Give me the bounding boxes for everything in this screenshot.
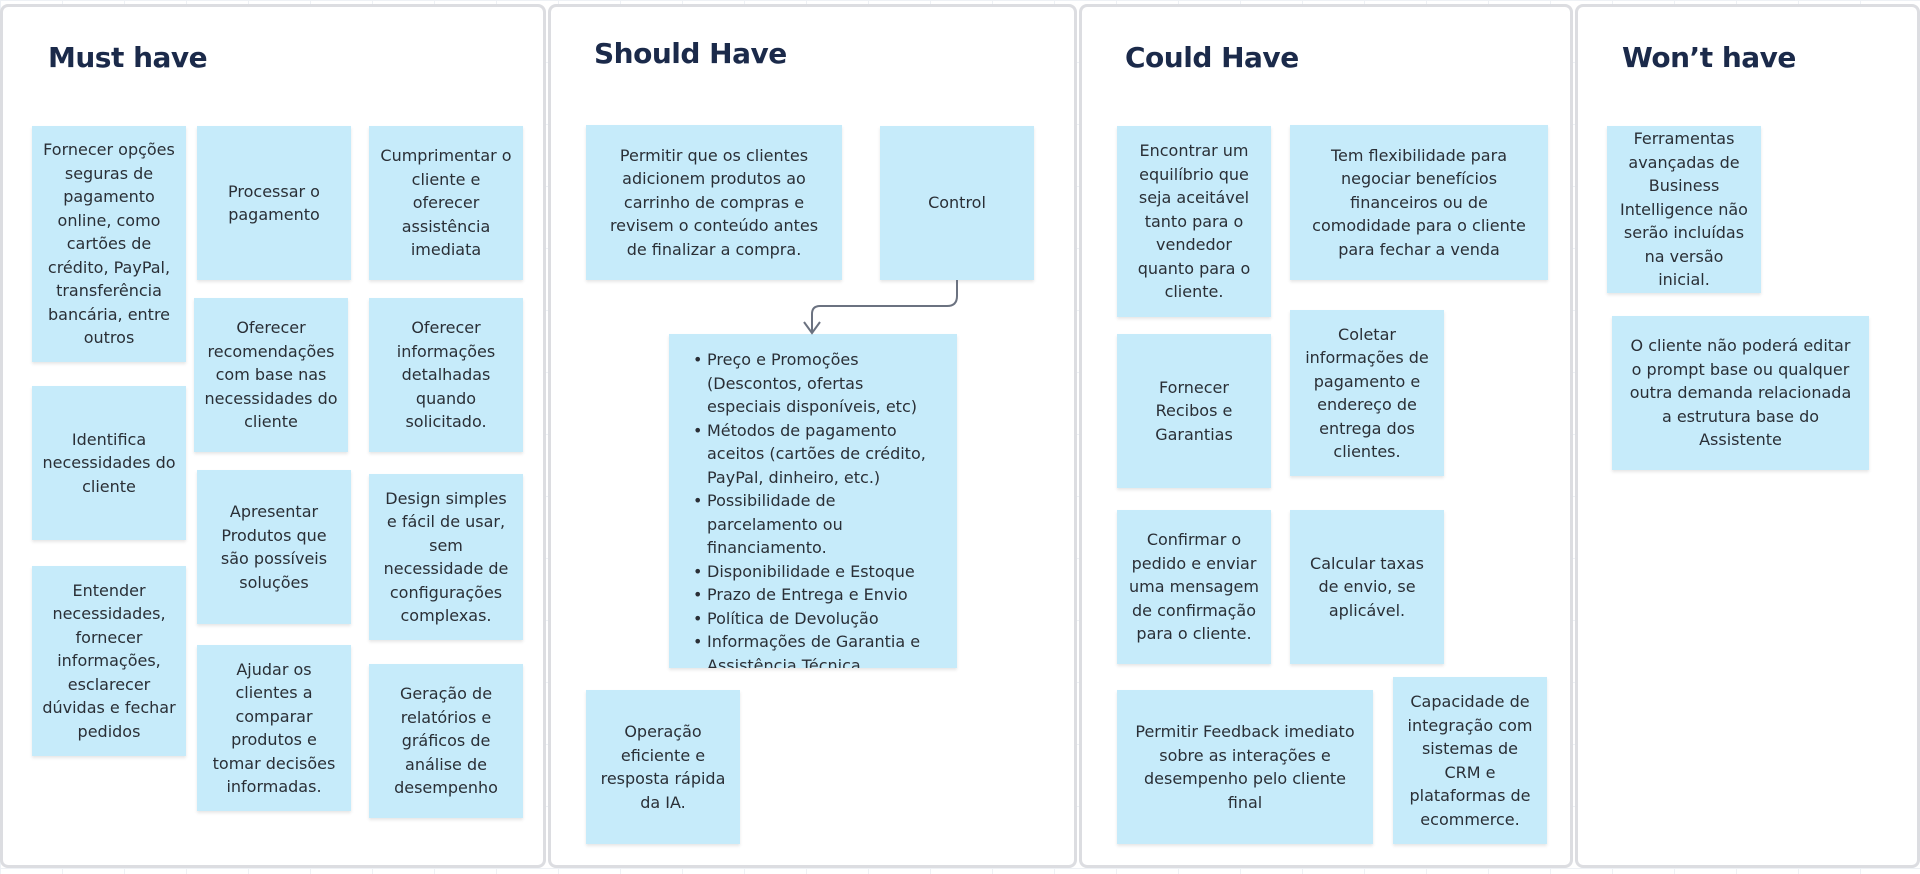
sticky-note[interactable]: Confirmar o pedido e enviar uma mensagem… — [1117, 510, 1271, 664]
sticky-note[interactable]: Ajudar os clientes a comparar produtos e… — [197, 645, 351, 811]
list-item: Informações de Garantia e Assistência Té… — [693, 630, 941, 668]
sticky-note[interactable]: Oferecer informações detalhadas quando s… — [369, 298, 523, 452]
frame-title-wont-have: Won’t have — [1622, 41, 1796, 74]
sticky-note[interactable]: Operação eficiente e resposta rápida da … — [586, 690, 740, 844]
frame-title-should-have: Should Have — [594, 37, 787, 70]
sticky-note[interactable]: Fornecer Recibos e Garantias — [1117, 334, 1271, 488]
sticky-note[interactable]: Tem flexibilidade para negociar benefíci… — [1290, 125, 1548, 280]
list-item: Preço e Promoções (Descontos, ofertas es… — [693, 348, 941, 419]
sticky-note[interactable]: Entender necessidades, fornecer informaç… — [32, 566, 186, 756]
sticky-note[interactable]: Cumprimentar o cliente e oferecer assist… — [369, 126, 523, 280]
sticky-note[interactable]: Capacidade de integração com sistemas de… — [1393, 677, 1547, 844]
sticky-note[interactable]: Identifica necessidades do cliente — [32, 386, 186, 540]
list-item: Prazo de Entrega e Envio — [693, 583, 941, 607]
sticky-note-list[interactable]: Preço e Promoções (Descontos, ofertas es… — [669, 334, 957, 668]
sticky-note[interactable]: Ferramentas avançadas de Business Intell… — [1607, 126, 1761, 293]
sticky-note[interactable]: Calcular taxas de envio, se aplicável. — [1290, 510, 1444, 664]
sticky-note-control[interactable]: Control — [880, 126, 1034, 280]
list-item: Métodos de pagamento aceitos (cartões de… — [693, 419, 941, 490]
sticky-note[interactable]: Permitir Feedback imediato sobre as inte… — [1117, 690, 1373, 844]
list-item: Política de Devolução — [693, 607, 941, 631]
sticky-note[interactable]: Encontrar um equilíbrio que seja aceitáv… — [1117, 126, 1271, 317]
sticky-note[interactable]: Processar o pagamento — [197, 126, 351, 280]
sticky-note[interactable]: O cliente não poderá editar o prompt bas… — [1612, 316, 1869, 470]
sticky-note[interactable]: Oferecer recomendações com base nas nece… — [194, 298, 348, 452]
frame-title-could-have: Could Have — [1125, 41, 1299, 74]
feature-list: Preço e Promoções (Descontos, ofertas es… — [681, 348, 941, 668]
sticky-note[interactable]: Fornecer opções seguras de pagamento onl… — [32, 126, 186, 362]
sticky-note[interactable]: Permitir que os clientes adicionem produ… — [586, 125, 842, 280]
sticky-note[interactable]: Apresentar Produtos que são possíveis so… — [197, 470, 351, 624]
list-item: Possibilidade de parcelamento ou financi… — [693, 489, 941, 560]
frame-title-must-have: Must have — [48, 41, 208, 74]
sticky-note[interactable]: Geração de relatórios e gráficos de anál… — [369, 664, 523, 818]
sticky-note[interactable]: Coletar informações de pagamento e ender… — [1290, 310, 1444, 476]
sticky-note[interactable]: Design simples e fácil de usar, sem nece… — [369, 474, 523, 640]
list-item: Disponibilidade e Estoque — [693, 560, 941, 584]
